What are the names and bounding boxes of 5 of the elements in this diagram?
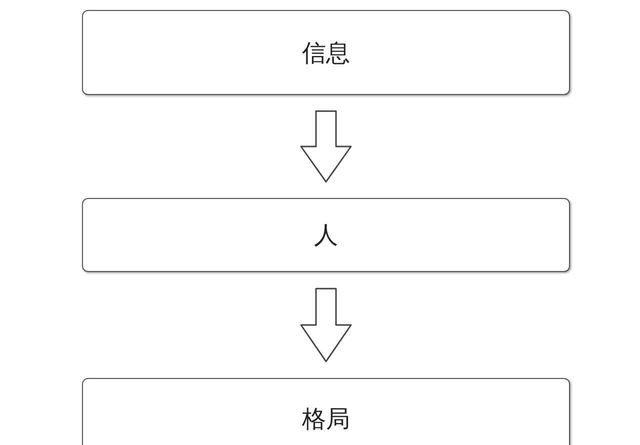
process-box: 格局	[82, 378, 570, 445]
process-box: 信息	[82, 10, 570, 95]
hollow-arrow	[300, 288, 352, 362]
process-box: 人	[82, 198, 570, 272]
hollow-arrow	[300, 110, 352, 183]
